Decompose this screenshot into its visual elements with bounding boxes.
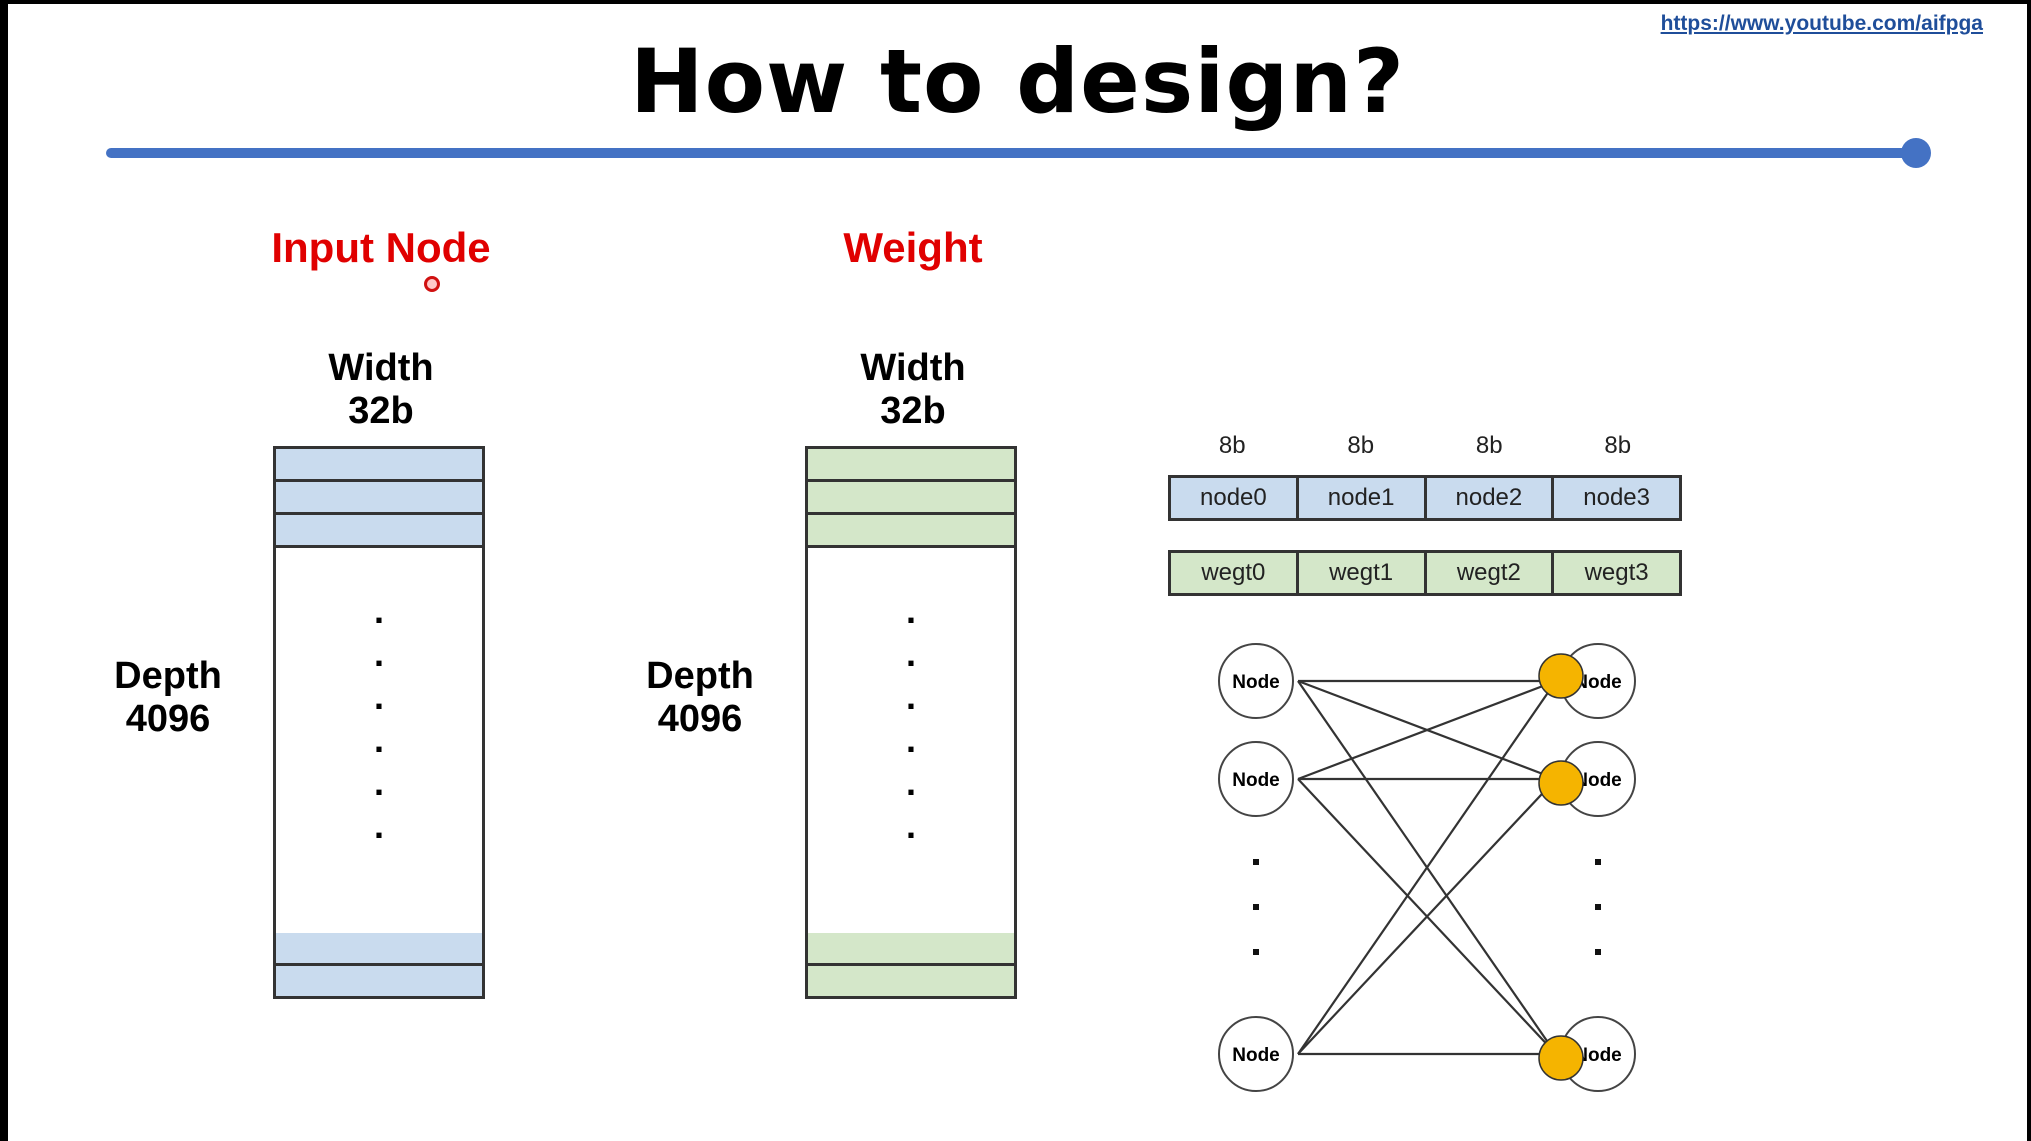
memory-row [808,449,1014,482]
weight-width-value: 32b [880,390,946,432]
input-node-memory: ...... [273,446,485,999]
memory-row [276,515,482,548]
multiply-accumulate-markers [1538,653,1584,1081]
bit-label: 8b [1604,432,1632,459]
input-width-value: 32b [348,390,414,432]
title-rule-end-dot [1901,138,1931,168]
weight-word: wegt0 wegt1 wegt2 wegt3 [1168,550,1682,596]
node-cell: node3 [1554,478,1679,518]
input-node-heading: Input Node [271,224,491,271]
memory-row [276,966,482,996]
weight-cell: wegt0 [1171,553,1299,593]
youtube-link[interactable]: https://www.youtube.com/aifpga [1660,12,1983,35]
memory-row [808,966,1014,996]
memory-row [808,933,1014,966]
node-label: Node [1232,672,1280,693]
ellipsis-dots: ...... [373,590,384,846]
input-width-label: Width 32b [281,347,481,433]
memory-row [276,482,482,515]
node-ellipsis [1253,859,1601,955]
weight-heading: Weight [843,224,983,271]
slide: https://www.youtube.com/aifpga How to de… [8,4,2027,1141]
bit-label: 8b [1218,432,1246,459]
weight-memory: ...... [805,446,1017,999]
input-depth-value: 4096 [125,698,211,740]
fully-connected-network: Node Node Node Node Node Node [1218,643,1636,1092]
node-word: node0 node1 node2 node3 [1168,475,1682,521]
weight-depth-label: Depth 4096 [600,655,800,741]
weight-depth-text: Depth [646,655,754,697]
left-node: Node [1218,1016,1294,1092]
weight-cell: wegt1 [1298,553,1427,593]
memory-row [276,933,482,966]
bit-width-labels: 8b 8b 8b 8b [1168,432,1682,460]
memory-row [808,482,1014,515]
page-title: How to design? [629,30,1406,133]
node-cell: node0 [1171,478,1299,518]
memory-row [808,515,1014,548]
node-label: Node [1232,770,1280,791]
weight-cell: wegt2 [1426,553,1555,593]
node-label: Node [1574,1045,1622,1066]
weight-depth-value: 4096 [657,698,743,740]
bit-label: 8b [1347,432,1375,459]
ellipsis-dots: ...... [905,590,916,846]
mac-marker [1538,1035,1584,1081]
mac-marker [1538,653,1584,699]
input-depth-text: Depth [114,655,222,697]
node-label: Node [1232,1045,1280,1066]
left-node: Node [1218,741,1294,817]
memory-row [276,449,482,482]
title-rule [106,148,1916,158]
left-node: Node [1218,643,1294,719]
node-cell: node2 [1426,478,1555,518]
mouse-pointer-indicator [424,276,440,292]
node-cell: node1 [1298,478,1427,518]
node-label: Node [1574,672,1622,693]
input-width-text: Width [328,347,434,389]
node-label: Node [1574,770,1622,791]
weight-width-text: Width [860,347,966,389]
connection-lines [1297,679,1557,1056]
input-depth-label: Depth 4096 [68,655,268,741]
weight-cell: wegt3 [1554,553,1679,593]
bit-label: 8b [1475,432,1503,459]
weight-width-label: Width 32b [813,347,1013,433]
mac-marker [1538,760,1584,806]
